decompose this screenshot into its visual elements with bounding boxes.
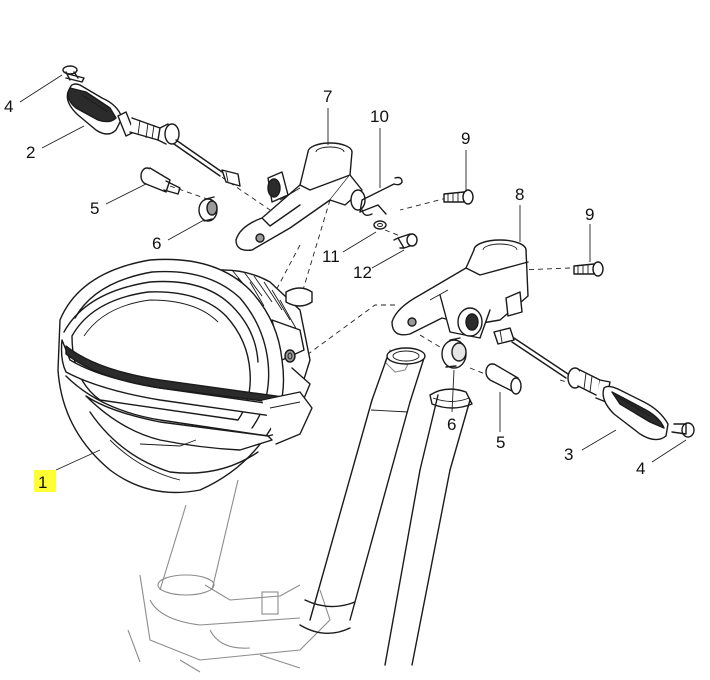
bracket-8 (391, 239, 529, 339)
callout-7: 7 (323, 87, 332, 106)
callout-3: 3 (564, 445, 573, 464)
connector-right (493, 327, 569, 379)
bolt-5-right (485, 363, 522, 395)
callout-6-left: 6 (152, 234, 161, 253)
bolt-9-top (443, 189, 474, 205)
callout-10: 10 (370, 107, 389, 126)
callout-12: 12 (353, 263, 372, 282)
bolt-9-right (573, 261, 604, 277)
callout-4-left: 4 (4, 97, 13, 116)
washer-11 (373, 220, 387, 230)
headlight-assembly (57, 258, 313, 494)
callout-6-right: 6 (447, 415, 456, 434)
callout-5-left: 5 (90, 199, 99, 218)
callout-1: 1 (38, 473, 47, 492)
callout-9-top: 9 (461, 129, 470, 148)
callout-4-right: 4 (636, 459, 645, 478)
washer-6-right (441, 337, 467, 369)
turn-signal-left (66, 83, 241, 187)
callout-1-highlight (34, 470, 56, 492)
assembly-dash-lines (169, 151, 601, 393)
screw-4-left (62, 65, 85, 83)
bracket-7 (235, 142, 366, 251)
callout-9-right: 9 (585, 205, 594, 224)
clip-10 (359, 176, 403, 217)
turn-signal-right (567, 367, 669, 441)
callout-8: 8 (515, 185, 524, 204)
bolt-5-left (140, 167, 181, 195)
leader-lines (19, 74, 687, 471)
screw-4-right (671, 422, 695, 438)
callout-2: 2 (26, 143, 35, 162)
callout-5-right: 5 (496, 433, 505, 452)
fork-ghost (127, 347, 473, 673)
callout-11: 11 (322, 247, 340, 266)
screw-12 (393, 233, 418, 249)
washer-6-left (198, 196, 218, 222)
